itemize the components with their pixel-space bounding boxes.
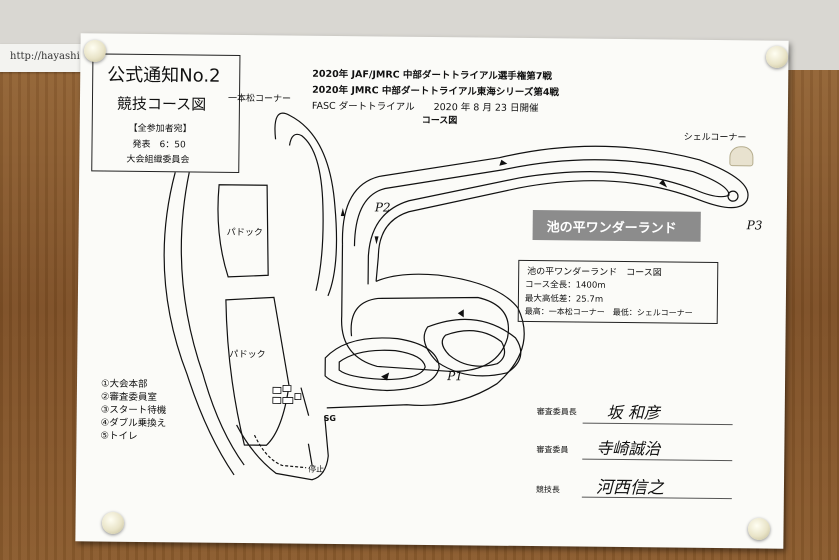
sig-line-1 <box>582 422 733 426</box>
paddock-lower <box>225 296 290 446</box>
course-upper-loop <box>341 145 749 282</box>
course-upper-loop-inner <box>353 159 730 285</box>
course-map <box>163 112 749 481</box>
arrow-icon <box>457 309 464 318</box>
facility-1 <box>272 386 282 394</box>
start-area-road <box>236 415 329 481</box>
p1-oval-inner <box>441 330 506 367</box>
road-ipponmatsu-inner <box>288 133 324 291</box>
legend-item: ③スタート待機 <box>100 404 167 417</box>
course-info-box: 池の平ワンダーランド コース図 コース全長：1400m 最大高低差：25.7m … <box>517 259 719 324</box>
p1-oval <box>423 318 522 377</box>
label-paddock-lower: パドック <box>229 349 266 361</box>
facility-4 <box>282 397 294 404</box>
label-p1: P1 <box>447 369 463 384</box>
label-sg: SG <box>323 413 337 424</box>
label-p3: P3 <box>746 218 763 233</box>
label-shell: シェルコーナー <box>683 132 747 144</box>
sig-line-2 <box>582 458 733 462</box>
sig-role-2: 審査委員 <box>536 445 569 455</box>
info-highlow: 最高：一本松コーナー 最低：シェルコーナー <box>524 306 693 318</box>
url-text: http://hayashi.c <box>10 51 89 62</box>
legend: ①大会本部 ②審査委員室 ③スタート待機 ④ダブル乗換え ⑤トイレ <box>100 378 166 444</box>
course-center-loop <box>341 244 510 372</box>
facility-marks <box>272 385 302 404</box>
stop-pointer <box>307 443 313 466</box>
legend-item: ⑤トイレ <box>100 430 138 442</box>
label-ipponmatsu: 一本松コーナー <box>227 93 292 105</box>
paddock-upper <box>217 184 269 278</box>
start-route-dashed <box>253 434 307 469</box>
facility-5 <box>294 393 302 401</box>
road-left-outer <box>163 172 235 476</box>
label-paddock-upper: パドック <box>226 227 263 239</box>
venue-banner-text: 池の平ワンダーランド <box>546 220 677 237</box>
p3-marker <box>727 190 739 202</box>
info-title: 池の平ワンダーランド コース図 <box>527 266 662 279</box>
road-left-inner <box>180 172 245 466</box>
thumbtack <box>102 512 124 534</box>
sig-name-2: 寺崎誠治 <box>596 438 661 459</box>
legend-item: ①大会本部 <box>100 378 148 391</box>
shell-logo <box>729 146 754 167</box>
course-map-sheet: 公式通知No.2 競技コース図 【全参加者宛】 発表 6：50 大会組織委員会 … <box>75 33 789 549</box>
label-stop: 停止 <box>308 464 325 474</box>
thumbtack <box>766 46 788 68</box>
arrow-icon <box>499 159 508 166</box>
sig-line-3 <box>581 496 732 500</box>
left-oval-inner <box>338 349 426 381</box>
thumbtack <box>748 518 770 540</box>
sig-name-3: 河西信之 <box>595 477 665 499</box>
left-oval <box>324 337 440 392</box>
info-elevation: 最大高低差：25.7m <box>524 293 604 305</box>
facility-3 <box>272 396 282 404</box>
facility-2 <box>282 385 292 392</box>
legend-item: ②審査委員室 <box>100 391 157 404</box>
direction-arrows <box>340 159 668 381</box>
arrow-icon <box>340 208 345 217</box>
course-center-outer <box>326 273 525 409</box>
sig-role-1: 審査委員長 <box>536 407 577 417</box>
info-length: コース全長：1400m <box>525 279 606 291</box>
sg-pointer <box>300 387 310 416</box>
label-p2: P2 <box>374 200 391 215</box>
arrow-icon <box>374 236 379 245</box>
sig-role-3: 競技長 <box>535 485 560 495</box>
thumbtack <box>84 40 106 62</box>
sig-name-1: 坂 和彦 <box>606 402 660 423</box>
venue-banner: 池の平ワンダーランド <box>532 210 701 242</box>
signature-block: 審査委員長 坂 和彦 審査委員 寺崎誠治 競技長 河西信之 <box>536 398 757 510</box>
arrow-icon <box>659 179 668 188</box>
legend-item: ④ダブル乗換え <box>100 417 167 430</box>
arrow-icon <box>381 372 390 381</box>
road-ipponmatsu-outer <box>274 112 338 297</box>
